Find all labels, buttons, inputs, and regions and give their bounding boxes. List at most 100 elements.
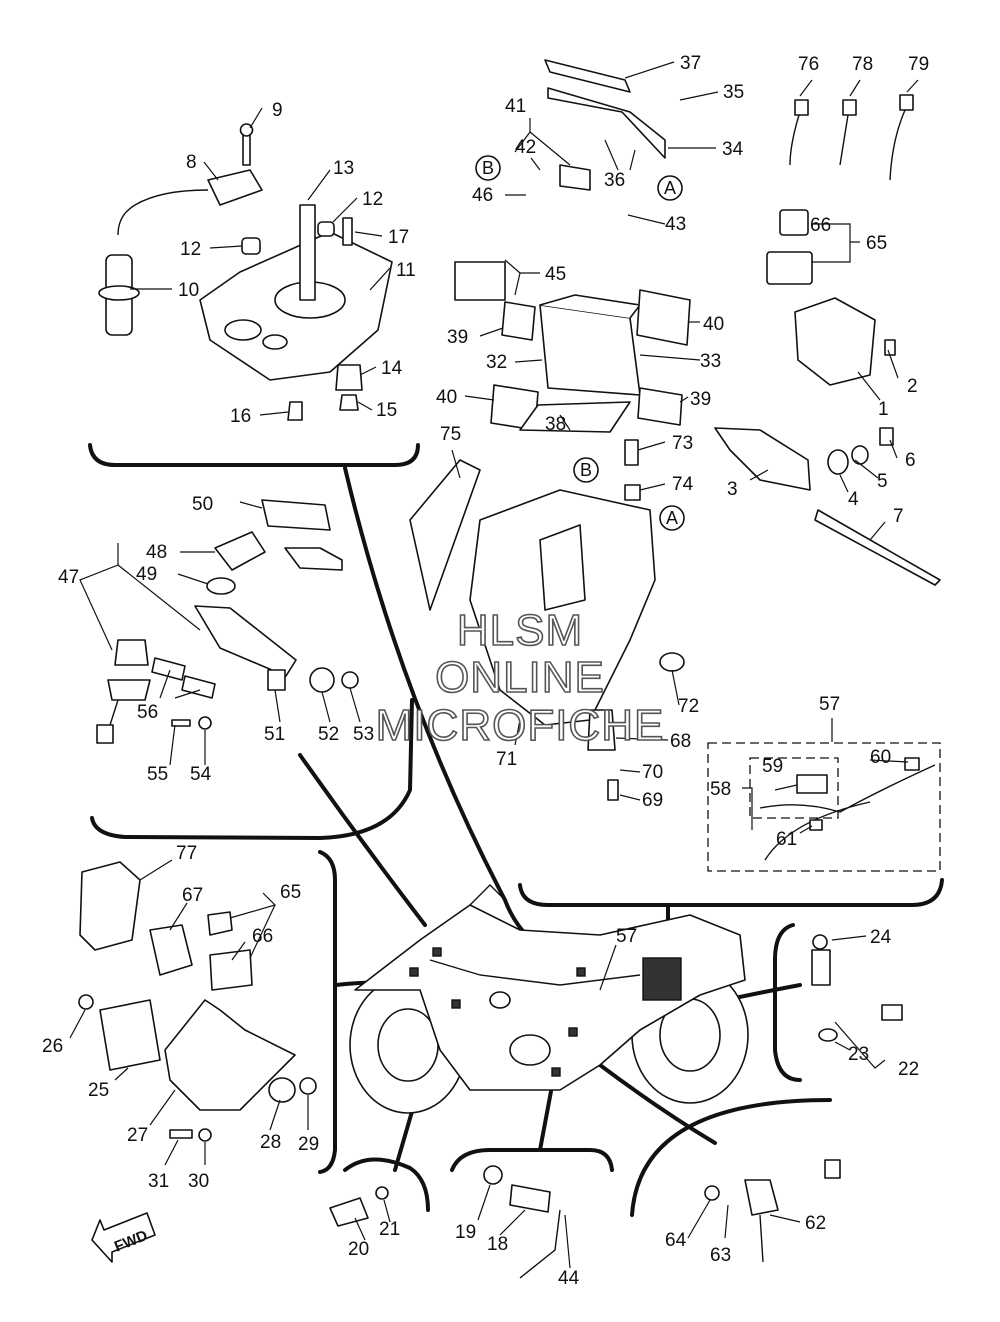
callout-40a: 40	[703, 314, 724, 335]
callout-21: 21	[379, 1219, 400, 1240]
callout-36: 36	[604, 170, 625, 191]
callout-68: 68	[670, 731, 691, 752]
callout-16: 16	[230, 406, 251, 427]
callout-74: 74	[672, 474, 694, 495]
regulator-assembly	[78, 861, 317, 1142]
sensor-parts	[329, 934, 903, 1279]
callout-3: 3	[727, 479, 738, 500]
callout-62: 62	[805, 1213, 826, 1234]
ref-marker-a-1: A	[664, 178, 676, 198]
watermark-line-3: MICROFICHE	[376, 701, 665, 750]
callout-30: 30	[188, 1171, 209, 1192]
callout-58: 58	[710, 779, 731, 800]
callout-19: 19	[455, 1222, 476, 1243]
callout-31: 31	[148, 1171, 169, 1192]
callout-43: 43	[665, 214, 686, 235]
callout-53: 53	[353, 724, 374, 745]
callout-47: 47	[58, 567, 79, 588]
ref-markers: B A B A	[475, 155, 685, 531]
leader-lines	[69, 61, 919, 1269]
callout-66a: 66	[810, 215, 831, 236]
callout-73: 73	[672, 433, 693, 454]
callout-65b: 65	[280, 882, 301, 903]
callout-15: 15	[376, 400, 397, 421]
callout-37: 37	[680, 53, 701, 74]
callout-70: 70	[642, 762, 663, 783]
fwd-arrow: FWD	[91, 1212, 156, 1263]
callout-13: 13	[333, 158, 354, 179]
ref-marker-a-2: A	[666, 508, 678, 528]
callout-57a: 57	[819, 694, 840, 715]
callout-59: 59	[762, 756, 783, 777]
callout-71: 71	[496, 749, 517, 770]
coil-bracket-assembly	[98, 123, 393, 421]
callout-52: 52	[318, 724, 339, 745]
callout-28: 28	[260, 1132, 281, 1153]
callout-8: 8	[186, 152, 197, 173]
callout-5: 5	[877, 471, 888, 492]
callout-40b: 40	[436, 387, 457, 408]
callout-17: 17	[388, 227, 409, 248]
callout-24: 24	[870, 927, 892, 948]
callout-32: 32	[486, 352, 507, 373]
ref-marker-b-2: B	[580, 460, 592, 480]
callout-57b: 57	[616, 926, 637, 947]
callout-79: 79	[908, 54, 929, 75]
callout-38: 38	[545, 414, 566, 435]
callout-50: 50	[192, 494, 213, 515]
callout-78: 78	[852, 54, 873, 75]
callout-44: 44	[558, 1268, 580, 1289]
callout-61: 61	[776, 829, 797, 850]
callout-14: 14	[381, 358, 403, 379]
callout-42: 42	[515, 137, 536, 158]
callout-63: 63	[710, 1245, 731, 1266]
callout-69: 69	[642, 790, 663, 811]
switch-meter-assembly	[96, 499, 359, 744]
callout-55: 55	[147, 764, 168, 785]
wire-harness-detail	[707, 742, 941, 872]
callout-18: 18	[487, 1234, 508, 1255]
callout-66b: 66	[252, 926, 273, 947]
callout-48: 48	[146, 542, 167, 563]
callout-12a: 12	[180, 239, 201, 260]
callout-6: 6	[905, 450, 916, 471]
callout-26: 26	[42, 1036, 63, 1057]
cdi-relay-assembly	[714, 94, 941, 586]
callout-11: 11	[396, 260, 416, 281]
callout-1: 1	[878, 399, 889, 420]
callout-23: 23	[848, 1044, 869, 1065]
battery-box-assembly	[409, 59, 691, 801]
callout-25: 25	[88, 1080, 109, 1101]
callout-35: 35	[723, 82, 744, 103]
watermark: HLSM ONLINE MICROFICHE	[375, 605, 665, 751]
callout-60: 60	[870, 747, 891, 768]
callout-45: 45	[545, 264, 566, 285]
callout-10: 10	[178, 280, 199, 301]
callout-72: 72	[678, 696, 699, 717]
callout-39a: 39	[447, 327, 468, 348]
watermark-line-2: ONLINE	[435, 653, 605, 702]
ref-marker-b-1: B	[482, 158, 494, 178]
callout-67: 67	[182, 885, 203, 906]
callout-34: 34	[722, 139, 744, 160]
callout-29: 29	[298, 1134, 319, 1155]
callout-56: 56	[137, 702, 158, 723]
callout-7: 7	[893, 506, 904, 527]
callout-49: 49	[136, 564, 157, 585]
callout-41: 41	[505, 96, 526, 117]
callout-51: 51	[264, 724, 285, 745]
callout-54: 54	[190, 764, 212, 785]
callout-65a: 65	[866, 233, 887, 254]
callout-46: 46	[472, 185, 493, 206]
callout-27: 27	[127, 1125, 148, 1146]
callout-22: 22	[898, 1059, 919, 1080]
callout-39b: 39	[690, 389, 711, 410]
callout-20: 20	[348, 1239, 369, 1260]
callout-75: 75	[440, 424, 461, 445]
callout-numbers: 1 2 3 4 5 6 7 8 9 10 11 12 12 13 14 15 1…	[42, 53, 929, 1289]
callout-12b: 12	[362, 189, 383, 210]
callout-4: 4	[848, 489, 859, 510]
callout-9: 9	[272, 100, 283, 121]
callout-64: 64	[665, 1230, 687, 1251]
